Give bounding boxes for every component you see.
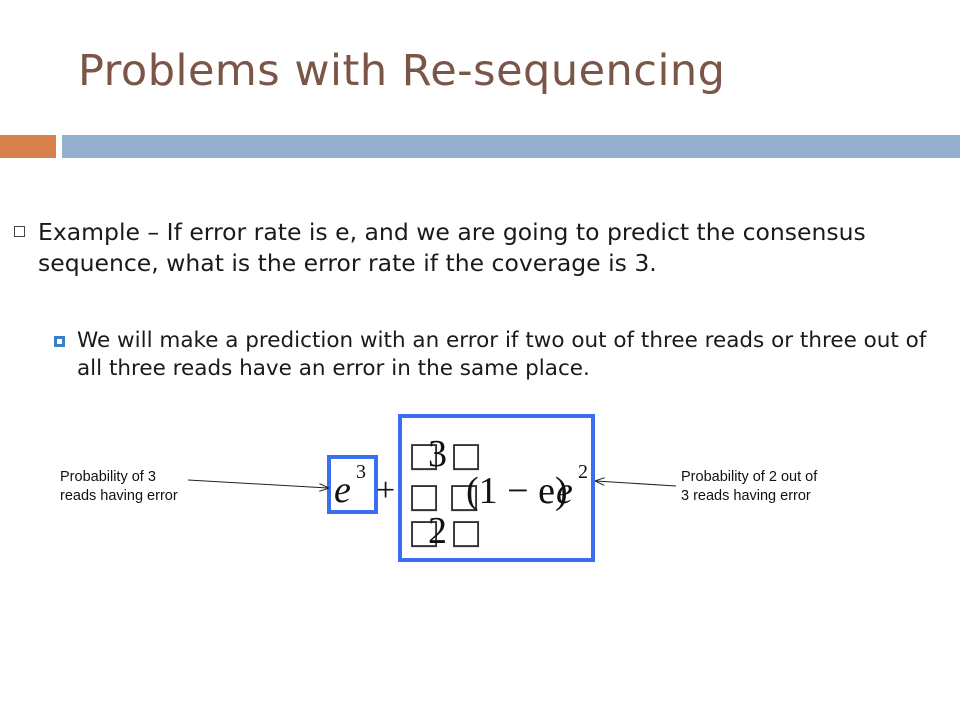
binom-bottom: 2: [428, 510, 447, 552]
annotation-right-line2: 3 reads having error: [681, 488, 811, 504]
accent-bar-orange: [0, 135, 56, 158]
missing-glyph-icon: □: [408, 476, 440, 516]
formula-plus: +: [376, 472, 395, 509]
formula-one-minus-e: (1 − e): [466, 470, 568, 512]
annotation-right-line1: Probability of 2 out of: [681, 469, 818, 485]
formula-e-2: e: [556, 470, 573, 512]
formula-exp-2: 2: [578, 461, 588, 483]
slide-title: Problems with Re-sequencing: [78, 46, 726, 96]
annotation-left-line1: Probability of 3: [60, 469, 156, 485]
formula-exp-3: 3: [356, 461, 366, 483]
annotation-left: Probability of 3 reads having error: [60, 468, 230, 506]
missing-glyph-icon: □: [408, 435, 440, 475]
missing-glyph-icon: □: [408, 512, 440, 552]
sub-bullet-square-icon: [54, 336, 65, 347]
missing-glyph-icon: □: [450, 435, 482, 475]
binom-top: 3: [428, 433, 447, 475]
formula-e: e: [334, 469, 351, 511]
arrow-right: [596, 481, 677, 487]
arrow-left: [187, 479, 328, 488]
missing-glyph-icon: □: [450, 512, 482, 552]
annotation-right: Probability of 2 out of 3 reads having e…: [681, 468, 881, 506]
annotation-left-line2: reads having error: [60, 488, 178, 504]
sub-bullet-prediction: We will make a prediction with an error …: [77, 328, 927, 381]
highlight-box-binomial-term: [398, 414, 595, 562]
bullet-example: Example – If error rate is e, and we are…: [38, 218, 866, 277]
bullet-square-icon: [14, 226, 25, 237]
missing-glyph-icon: □: [448, 476, 480, 516]
accent-bar-blue: [62, 135, 960, 158]
